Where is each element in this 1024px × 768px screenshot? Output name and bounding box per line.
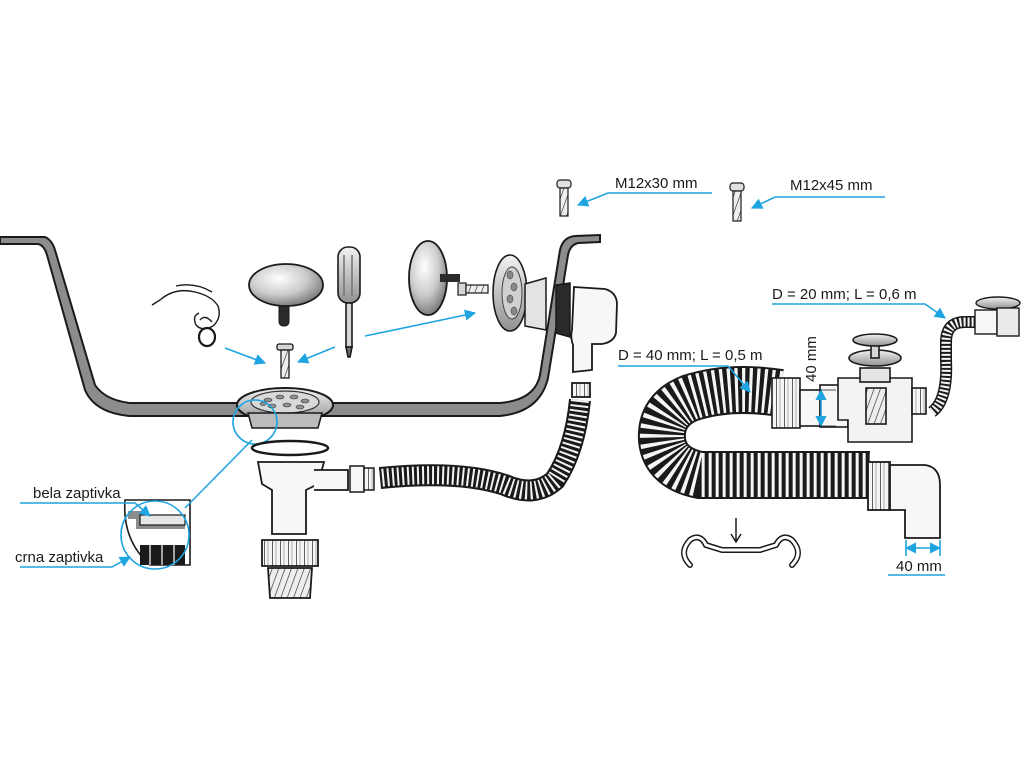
leader-lines (20, 192, 946, 576)
screw-m12x30 (556, 179, 572, 217)
overflow-gasket (524, 277, 571, 338)
gasket-detail-inset (120, 499, 191, 570)
label-white-gasket: bela zaptivka (33, 485, 121, 502)
overflow-grate (492, 254, 528, 332)
overflow-elbow (570, 286, 618, 398)
screw-m12x45 (729, 182, 745, 222)
chrome-plug (248, 263, 324, 327)
trap-outlet-elbow (867, 461, 941, 539)
label-drain-hose: D = 40 mm; L = 0,5 m (618, 347, 763, 364)
overflow-cover-plate (408, 240, 460, 316)
hanger-clip (681, 518, 801, 568)
drain-body (250, 439, 349, 599)
label-screw-m12x30: M12x30 mm (615, 175, 698, 192)
label-outlet-width: 40 mm (896, 558, 942, 575)
label-black-gasket: crna zaptivka (15, 549, 104, 566)
label-screw-m12x45: M12x45 mm (790, 177, 873, 194)
screwdriver (337, 246, 361, 358)
hand-with-gasket (151, 284, 220, 348)
hose-end-connector (349, 465, 375, 493)
trap-corrugated-hose (637, 365, 870, 499)
drain-strainer (232, 387, 334, 445)
overflow-screw (457, 282, 489, 296)
overflow-hose-right (927, 316, 975, 417)
label-height: 40 mm (803, 336, 820, 382)
screw-small (276, 343, 294, 379)
overflow-head-right (974, 296, 1021, 337)
sink-basin-section (0, 233, 601, 417)
trap-nut-upper (771, 377, 821, 429)
label-overflow-hose: D = 20 mm; L = 0,6 m (772, 286, 917, 303)
